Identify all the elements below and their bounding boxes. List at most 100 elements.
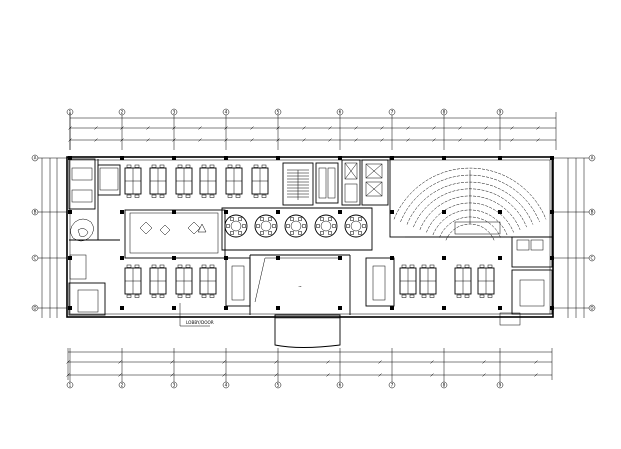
column [120, 256, 124, 260]
column [498, 156, 502, 160]
svg-text:4: 4 [225, 383, 228, 388]
axis-bubble-bottom-4: 4 [222, 348, 230, 389]
axis-bubble-right-C: C [553, 254, 596, 262]
open-office-corridor [124, 209, 226, 259]
column [172, 306, 176, 310]
workstation-cluster [399, 264, 417, 298]
axis-bubble-bottom-3: 3 [170, 348, 178, 389]
axis-bubble-bottom-8: 8 [440, 348, 448, 389]
round-table-meeting-area [221, 207, 373, 251]
lobby: ~ [249, 254, 351, 315]
column [68, 210, 72, 214]
workstation-cluster [124, 164, 142, 198]
svg-text:5: 5 [277, 383, 280, 388]
column [390, 256, 394, 260]
svg-text:9: 9 [499, 383, 502, 388]
axis-bubble-bottom-9: 9 [496, 348, 504, 389]
column [224, 156, 228, 160]
column [338, 210, 342, 214]
meeting-rooms-long-tables [225, 257, 395, 307]
column [390, 210, 394, 214]
stair-core-left [282, 162, 339, 206]
column [390, 156, 394, 160]
column [68, 256, 72, 260]
bottom-grid-axes: 1 2 3 4 5 6 7 8 9 [66, 348, 504, 389]
svg-text:8: 8 [443, 383, 446, 388]
axis-bubble-top-9: 9 [496, 108, 504, 150]
axis-bubble-bottom-2: 2 [118, 348, 126, 389]
structural-columns [68, 156, 554, 310]
callout-leader: LOBBY/DOOR [179, 303, 214, 327]
axis-bubble-top-1: 1 [66, 108, 74, 150]
svg-text:6: 6 [339, 383, 342, 388]
svg-text:~: ~ [298, 284, 302, 289]
axis-bubble-bottom-5: 5 [274, 348, 282, 389]
entrance-canopy [274, 314, 341, 348]
svg-text:2: 2 [121, 383, 124, 388]
column [442, 306, 446, 310]
column [338, 156, 342, 160]
axis-bubble-bottom-1: 1 [66, 348, 74, 389]
column [68, 156, 72, 160]
round-table [224, 214, 248, 238]
column [498, 306, 502, 310]
column [390, 306, 394, 310]
svg-text:7: 7 [391, 383, 394, 388]
seating-row [393, 167, 547, 220]
column [276, 210, 280, 214]
workstation-cluster [454, 264, 472, 298]
svg-text:9: 9 [499, 110, 502, 115]
svg-text:C: C [591, 255, 594, 260]
svg-text:5: 5 [277, 110, 280, 115]
svg-text:C: C [34, 255, 37, 260]
svg-text:A: A [591, 155, 594, 160]
svg-text:2: 2 [121, 110, 124, 115]
left-dimension-lines [41, 158, 58, 318]
workstation-cluster [225, 164, 243, 198]
axis-bubble-left-A: A [31, 154, 67, 162]
column [172, 210, 176, 214]
round-table [254, 214, 278, 238]
axis-bubble-top-2: 2 [118, 108, 126, 150]
column [498, 210, 502, 214]
column [120, 210, 124, 214]
top-dimension-ticks [68, 126, 540, 142]
column [172, 156, 176, 160]
axis-bubble-right-D: D [553, 304, 596, 312]
left-wing-rooms [68, 158, 121, 316]
round-table [344, 214, 368, 238]
column [442, 156, 446, 160]
column [442, 210, 446, 214]
svg-text:D: D [33, 305, 36, 310]
svg-text:3: 3 [173, 110, 176, 115]
svg-text:8: 8 [443, 110, 446, 115]
column [224, 306, 228, 310]
axis-bubble-left-D: D [31, 304, 67, 312]
seating-row [445, 223, 495, 241]
column [338, 306, 342, 310]
workstation-cluster [419, 264, 437, 298]
svg-text:4: 4 [225, 110, 228, 115]
axis-bubble-right-A: A [553, 154, 596, 162]
svg-text:1: 1 [69, 110, 72, 115]
workstation-cluster [477, 264, 495, 298]
column [550, 256, 554, 260]
workstation-cluster [149, 264, 167, 298]
axis-bubble-bottom-6: 6 [336, 348, 344, 389]
workstation-cluster [199, 164, 217, 198]
workstation-cluster [149, 164, 167, 198]
workstation-cluster [175, 164, 193, 198]
column [224, 210, 228, 214]
column [498, 256, 502, 260]
bottom-dimension-ticks [66, 360, 538, 377]
axis-bubble-top-3: 3 [170, 108, 178, 150]
column [550, 306, 554, 310]
auditorium [389, 156, 553, 241]
round-table [284, 214, 308, 238]
column [276, 156, 280, 160]
axis-bubble-top-5: 5 [274, 108, 282, 150]
axis-bubble-top-8: 8 [440, 108, 448, 150]
svg-text:6: 6 [339, 110, 342, 115]
